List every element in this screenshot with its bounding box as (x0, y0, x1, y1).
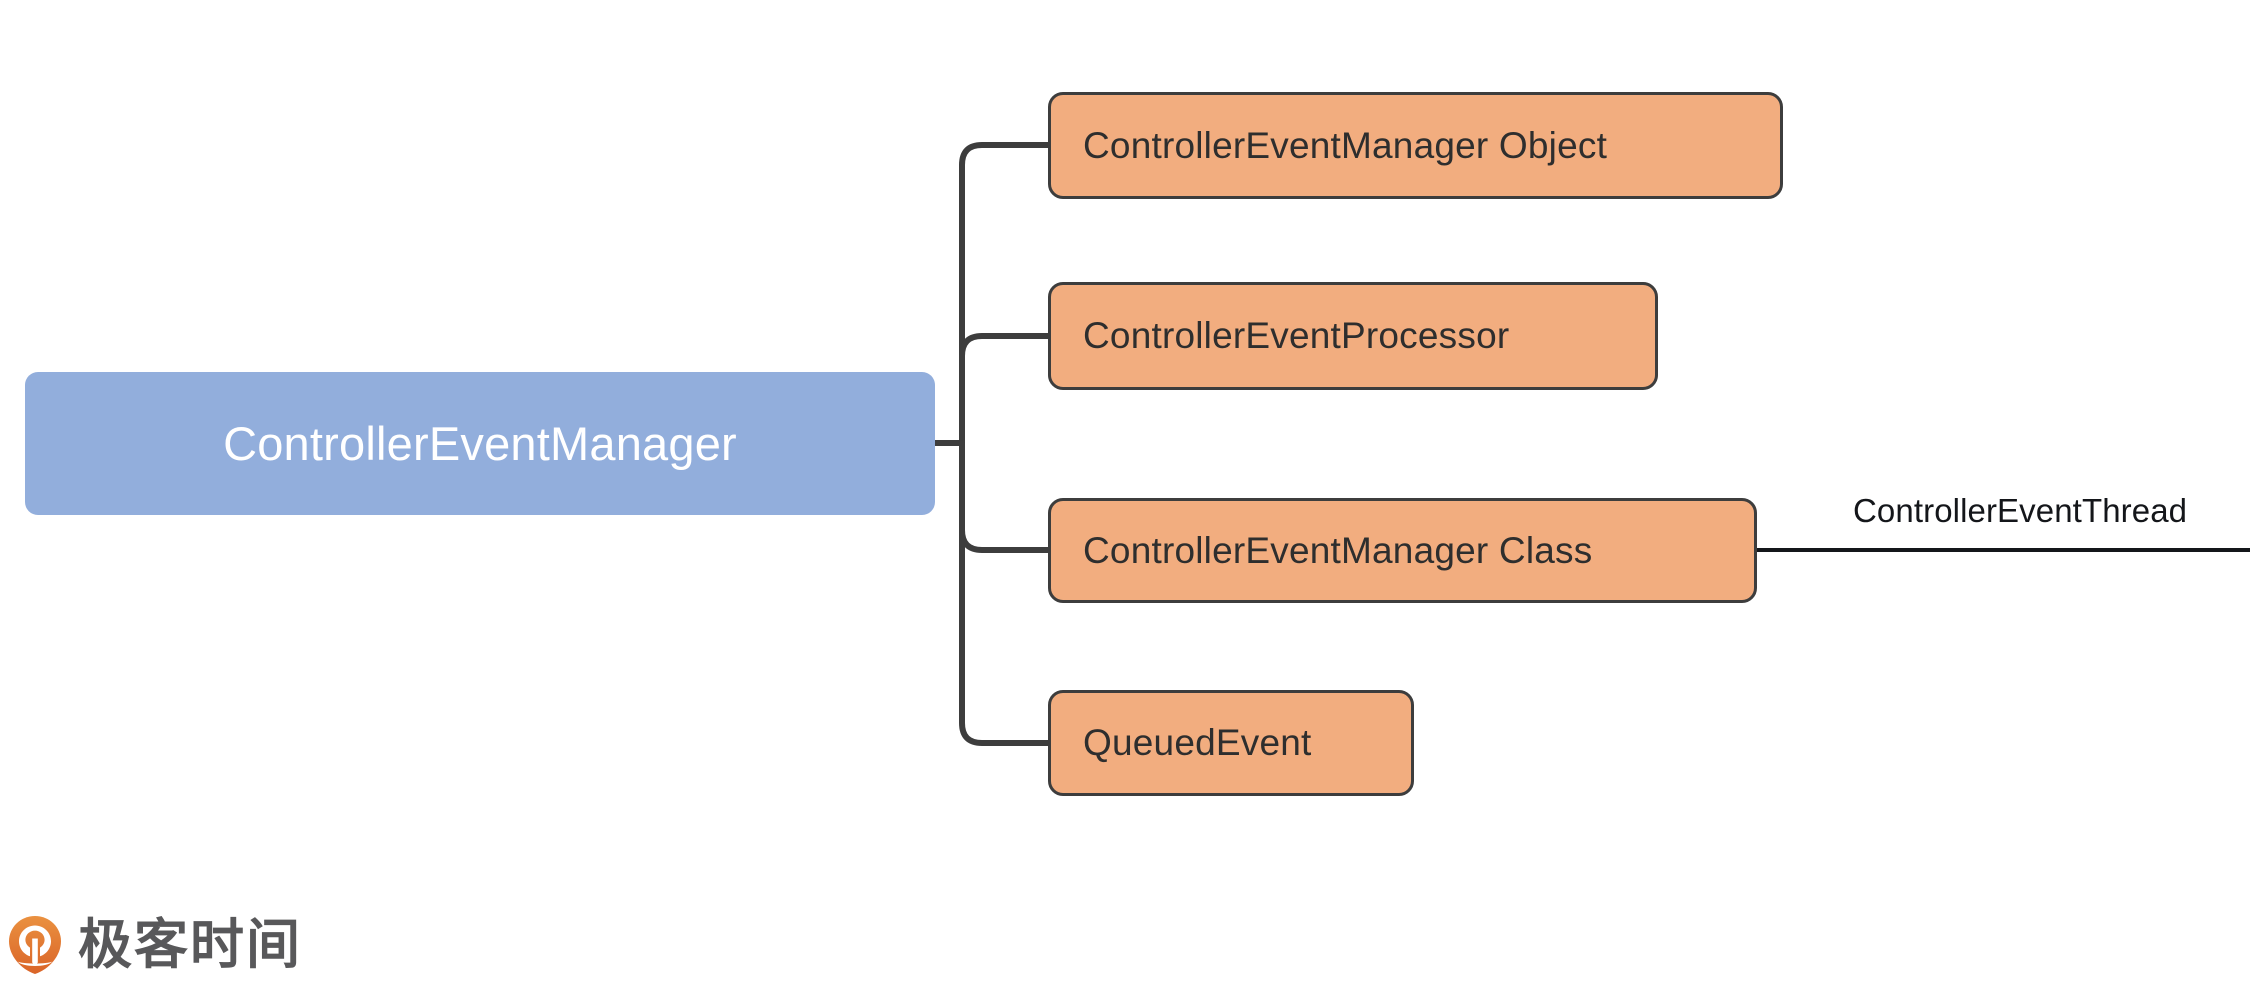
connector-to-child-3 (959, 440, 1051, 746)
connector-to-child-0 (959, 142, 1051, 446)
node-label: QueuedEvent (1083, 722, 1312, 763)
connector-to-child-1 (959, 333, 1051, 446)
node-label: ControllerEventProcessor (1083, 315, 1510, 356)
node-controller-event-processor[interactable]: ControllerEventProcessor (1048, 282, 1658, 390)
leaf-label-text: ControllerEventThread (1853, 492, 2188, 529)
node-label: ControllerEventManager Class (1083, 529, 1593, 571)
brand-watermark: 极客时间 (8, 915, 302, 975)
node-root[interactable]: ControllerEventManager (25, 372, 935, 515)
geektime-logo-icon (9, 916, 61, 974)
connector-to-child-2 (959, 440, 1051, 553)
node-controller-event-thread[interactable]: ControllerEventThread (1853, 492, 2187, 530)
brand-name: 极客时间 (78, 913, 302, 976)
node-root-label: ControllerEventManager (223, 417, 737, 470)
node-controller-event-manager-object[interactable]: ControllerEventManager Object (1048, 92, 1783, 199)
node-queued-event[interactable]: QueuedEvent (1048, 690, 1414, 796)
node-controller-event-manager-class[interactable]: ControllerEventManager Class (1048, 498, 1757, 603)
node-label: ControllerEventManager Object (1083, 124, 1608, 166)
